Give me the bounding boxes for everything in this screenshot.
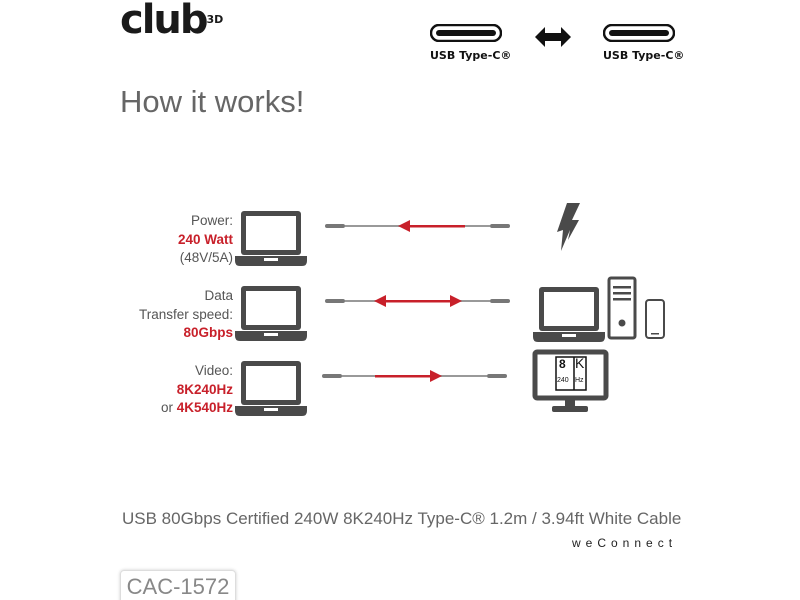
- row-label: Transfer speed:: [138, 306, 233, 322]
- speed-value: 80Gbps: [183, 325, 233, 340]
- laptop-icon: [235, 361, 307, 416]
- smartphone-icon: [645, 299, 665, 339]
- row-label: Data: [204, 288, 233, 303]
- sku-badge: CAC-1572: [120, 570, 236, 600]
- row-label: Video:: [194, 363, 233, 378]
- video-label: Video: 8K240Hz or 4K540Hz: [161, 362, 233, 418]
- logo-sup: 3D: [206, 13, 224, 26]
- usb-c-port-icon: [430, 24, 502, 42]
- power-label: Power: 240 Watt (48V/5A): [178, 212, 233, 268]
- arrow-right-icon: [375, 370, 442, 382]
- lightning-bolt-icon: [557, 203, 580, 251]
- power-spec: (48V/5A): [179, 250, 233, 265]
- weconnect-logo: weConnect: [572, 536, 678, 550]
- usb-c-label-right: USB Type-C®: [603, 49, 685, 62]
- monitor-icon: [532, 349, 609, 412]
- laptop-icon: [235, 286, 307, 341]
- usb-c-label-left: USB Type-C®: [430, 49, 512, 62]
- 8k-badge-icon: [555, 356, 587, 391]
- laptop-icon: [533, 287, 605, 342]
- laptop-icon: [235, 211, 307, 266]
- power-value: 240 Watt: [177, 231, 233, 247]
- badge-8: 8: [559, 357, 566, 371]
- video-value: 8K240Hz: [176, 381, 233, 397]
- desktop-tower-icon: [607, 276, 637, 340]
- row-label: or: [160, 400, 177, 415]
- logo-text: club: [120, 0, 209, 43]
- video-value-alt: 4K540Hz: [176, 400, 233, 415]
- arrow-left-icon: [398, 220, 465, 232]
- product-name: USB 80Gbps Certified 240W 8K240Hz Type-C…: [122, 509, 682, 528]
- double-arrow-icon: [535, 27, 571, 47]
- double-arrow-red-icon: [374, 295, 462, 307]
- badge-k: K: [575, 355, 585, 371]
- badge-hz: Hz: [575, 377, 584, 384]
- club3d-logo: club3D: [120, 0, 223, 40]
- page-title: How it works!: [120, 84, 305, 119]
- usb-c-port-icon: [603, 24, 675, 42]
- badge-240: 240: [557, 377, 569, 384]
- data-label: Data Transfer speed: 80Gbps: [139, 287, 233, 343]
- row-label: Power:: [190, 213, 233, 228]
